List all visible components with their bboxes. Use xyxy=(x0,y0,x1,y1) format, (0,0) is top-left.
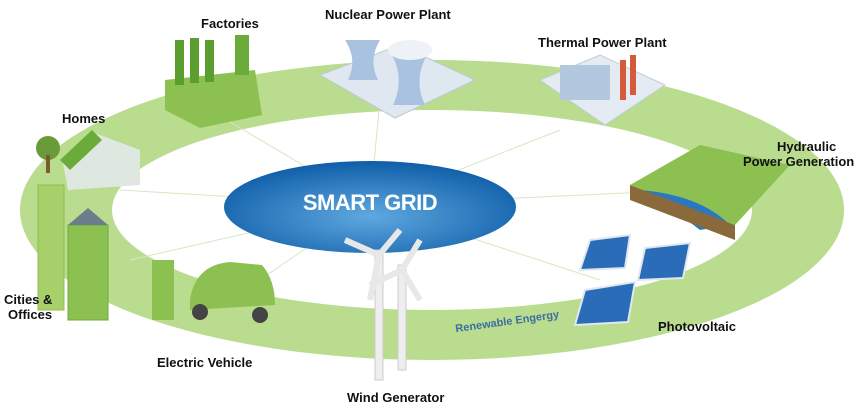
label-cities-1: Cities & xyxy=(4,292,53,307)
label-factories: Factories xyxy=(201,16,259,31)
label-wind: Wind Generator xyxy=(347,390,445,405)
solar-panels-icon xyxy=(573,233,692,327)
label-hydraulic-1: Hydraulic xyxy=(777,139,837,154)
label-thermal: Thermal Power Plant xyxy=(538,35,667,50)
center-ellipse xyxy=(224,161,516,253)
factory-icon xyxy=(165,35,262,128)
hydro-icon xyxy=(630,145,790,240)
wind-turbines-icon xyxy=(343,228,423,381)
label-nuclear: Nuclear Power Plant xyxy=(325,7,451,22)
electric-vehicle-icon xyxy=(152,260,275,323)
center-label: SMART GRID xyxy=(302,190,438,215)
nuclear-plant-icon xyxy=(318,40,477,119)
label-pv: Photovoltaic xyxy=(658,319,737,334)
label-hydraulic-2: Power Generation xyxy=(743,154,855,169)
label-ev: Electric Vehicle xyxy=(157,355,253,370)
label-homes: Homes xyxy=(62,111,106,126)
thermal-plant-icon xyxy=(538,54,667,126)
city-buildings-icon xyxy=(37,184,109,321)
label-cities-2: Offices xyxy=(8,307,53,322)
home-icon xyxy=(36,130,140,190)
